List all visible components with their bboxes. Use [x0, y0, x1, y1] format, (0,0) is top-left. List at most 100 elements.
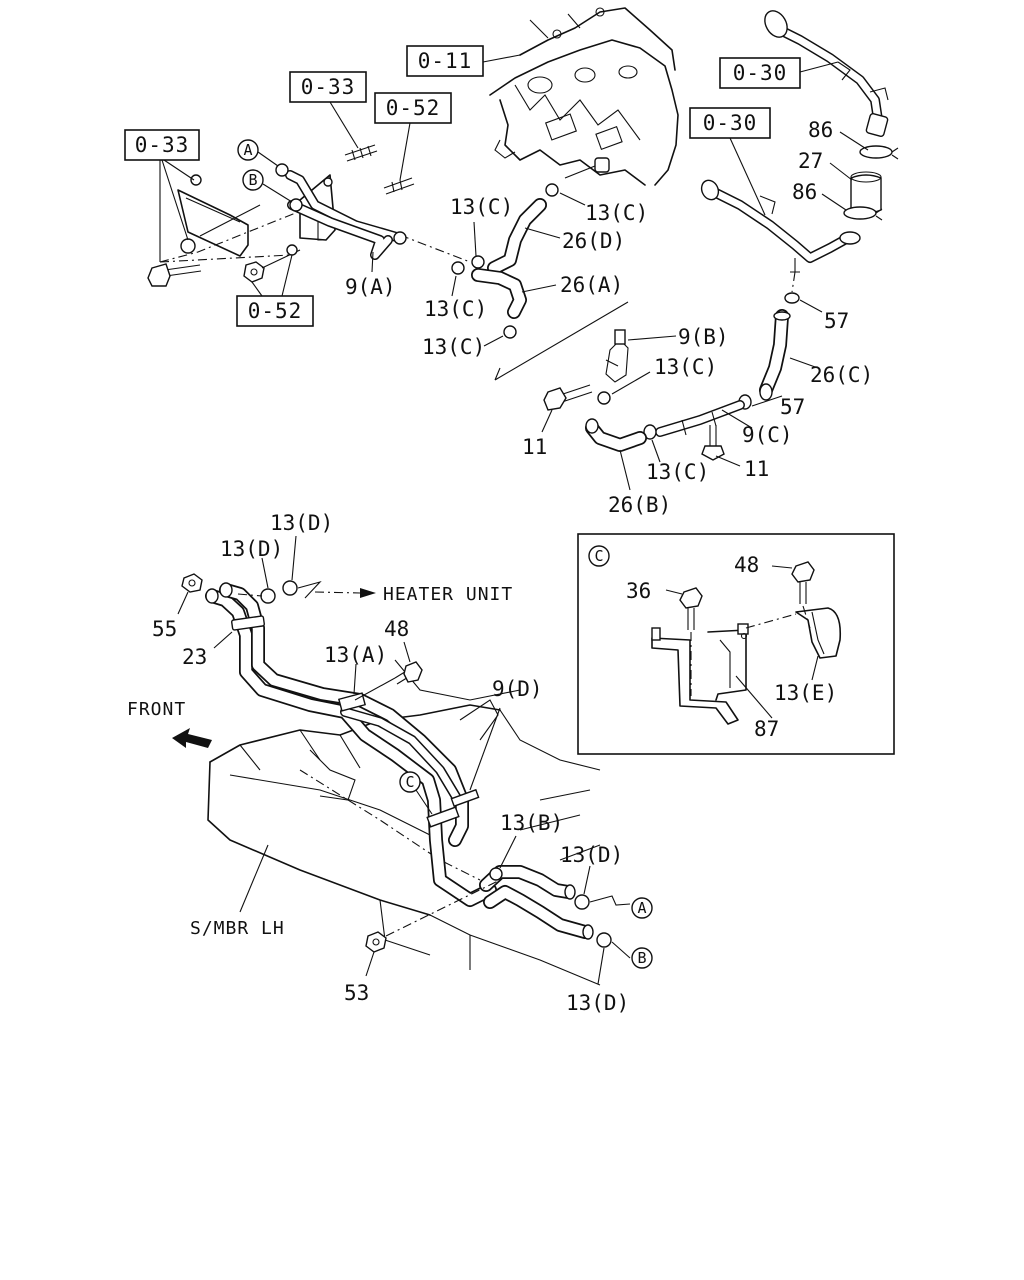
marker-b-top: B	[242, 169, 293, 203]
bolt-36: 36	[626, 579, 703, 696]
hose-26c: 26(C)	[759, 309, 873, 401]
callout-hose-26d: 26(D)	[562, 229, 625, 253]
callout-clamp-86-bottom: 86	[792, 180, 817, 204]
marker-b-bottom: B	[631, 947, 653, 969]
ref-box-stud-upper: 0-52	[374, 92, 452, 195]
callout-pipe-9c: 9(C)	[742, 423, 793, 447]
clip-57-bottom: 57	[738, 394, 805, 419]
hose-26b: 26(B)	[585, 418, 671, 517]
callout-clip-13c-6: 13(C)	[422, 335, 485, 359]
callout-clip-13c-3: 13(C)	[424, 297, 487, 321]
clip-13d-1: 13(D)	[220, 537, 283, 604]
marker-c-main: C	[399, 771, 460, 828]
bolt-11-left: 11	[522, 384, 593, 459]
heater-unit-arrow: HEATER UNIT	[314, 584, 513, 605]
callout-pipe-9b: 9(B)	[678, 325, 729, 349]
svg-text:A: A	[637, 899, 646, 917]
marker-a-bottom: A	[631, 897, 653, 919]
callout-clip-13d-3: 13(D)	[560, 843, 623, 867]
bolt-48-detail: 48	[734, 553, 815, 629]
callout-clip-13d-4: 13(D)	[566, 991, 629, 1015]
front-label: FRONT	[127, 699, 186, 720]
bracket-bolt	[147, 263, 202, 287]
ref-box-inlet-upper: 0-30	[719, 57, 839, 89]
ref-box-nut-lower: 0-52	[236, 254, 314, 327]
clip-13c-5: 13(C)	[643, 424, 709, 484]
svg-text:C: C	[405, 773, 414, 791]
clip-13c-2: 13(C)	[450, 195, 513, 269]
marker-c-detail: C	[588, 545, 610, 567]
clip-13e: 13(E)	[745, 607, 842, 705]
pipe-9a: 9(A)	[275, 163, 407, 299]
callout-clip-13b: 13(B)	[500, 811, 563, 835]
callout-bracket-87: 87	[754, 717, 779, 741]
hose-23: 23	[182, 582, 497, 907]
callout-pipe-9a: 9(A)	[345, 275, 396, 299]
callout-hose-26b: 26(B)	[608, 493, 671, 517]
ref-box-engine: 0-11	[406, 45, 521, 77]
clamp-86-bottom	[843, 206, 883, 221]
ref-bracket-stud-label: 0-33	[301, 75, 356, 99]
callout-bolt-11-right: 11	[744, 457, 769, 481]
ref-inlet-lower-label: 0-30	[703, 111, 758, 135]
engine-block	[489, 7, 679, 186]
clip-13d-2: 13(D)	[237, 511, 333, 599]
svg-text:C: C	[594, 547, 603, 565]
water-inlet-pipe-lower	[700, 179, 861, 273]
clip-57-top: 57	[784, 271, 849, 333]
bolt-48-main: 48	[384, 617, 423, 685]
pipe-9c: 9(C)	[655, 400, 793, 447]
clip-13c-3: 13(C)	[424, 261, 487, 321]
callout-hose-26c: 26(C)	[810, 363, 873, 387]
callout-hose-27: 27	[798, 149, 823, 173]
hose-lower-right	[479, 865, 594, 940]
callout-clip-13c-5: 13(C)	[646, 460, 709, 484]
callout-clip-13c-1: 13(C)	[585, 201, 648, 225]
side-member-label: S/MBR LH	[190, 844, 284, 939]
callout-clamp-86-top: 86	[808, 118, 833, 142]
callout-clip-13d-1: 13(D)	[220, 537, 283, 561]
ref-box-inlet-lower: 0-30	[689, 107, 771, 216]
callout-bolt-11-left: 11	[522, 435, 547, 459]
nut-55: 55	[152, 573, 203, 641]
callout-hose-26a: 26(A)	[560, 273, 623, 297]
svg-text:B: B	[248, 171, 257, 189]
pipe-9d: 9(D)	[340, 677, 543, 808]
hose-26d: 26(D)	[487, 198, 625, 275]
callout-clip-57-top: 57	[824, 309, 849, 333]
callout-clip-13d-2: 13(D)	[270, 511, 333, 535]
ref-nut-lower-label: 0-52	[248, 299, 303, 323]
bracket-87: 87	[651, 623, 779, 741]
heater-unit-label: HEATER UNIT	[383, 584, 513, 605]
nut-lower	[243, 244, 301, 283]
callout-bolt-48-main: 48	[384, 617, 409, 641]
callout-nut-53: 53	[344, 981, 369, 1005]
callout-nut-55: 55	[152, 617, 177, 641]
ref-bracket-left-label: 0-33	[135, 133, 190, 157]
clip-13c-6: 13(C)	[422, 325, 517, 359]
water-inlet-pipe-upper	[764, 10, 889, 138]
callout-clip-13c-4: 13(C)	[654, 355, 717, 379]
ref-box-bracket-left: 0-33	[124, 129, 200, 262]
clamp-86-top	[859, 145, 899, 160]
clip-13d-3: 13(D)	[560, 843, 631, 910]
clip-13c-1: 13(C)	[545, 157, 648, 225]
clip-13b: 13(B)	[489, 811, 563, 881]
pipe-9b: 9(B)	[605, 325, 729, 383]
nut-53: 53	[344, 879, 501, 1005]
detail-c-panel: C 87 36 48	[577, 533, 895, 755]
ref-box-bracket-stud: 0-33	[289, 71, 378, 162]
clip-13d-4: 13(D)	[566, 932, 631, 1015]
callout-bolt-48-detail: 48	[734, 553, 759, 577]
marker-a-top: A	[237, 139, 279, 167]
svg-text:A: A	[243, 141, 252, 159]
front-arrow: FRONT	[127, 699, 212, 748]
callout-clip-13a: 13(A)	[324, 643, 387, 667]
ref-inlet-upper-label: 0-30	[733, 61, 788, 85]
svg-text:B: B	[637, 949, 646, 967]
callout-clip-57-bottom: 57	[780, 395, 805, 419]
bracket-assembly-upper	[159, 174, 299, 263]
callout-hose-23: 23	[182, 645, 207, 669]
clip-13c-4: 13(C)	[597, 355, 717, 405]
